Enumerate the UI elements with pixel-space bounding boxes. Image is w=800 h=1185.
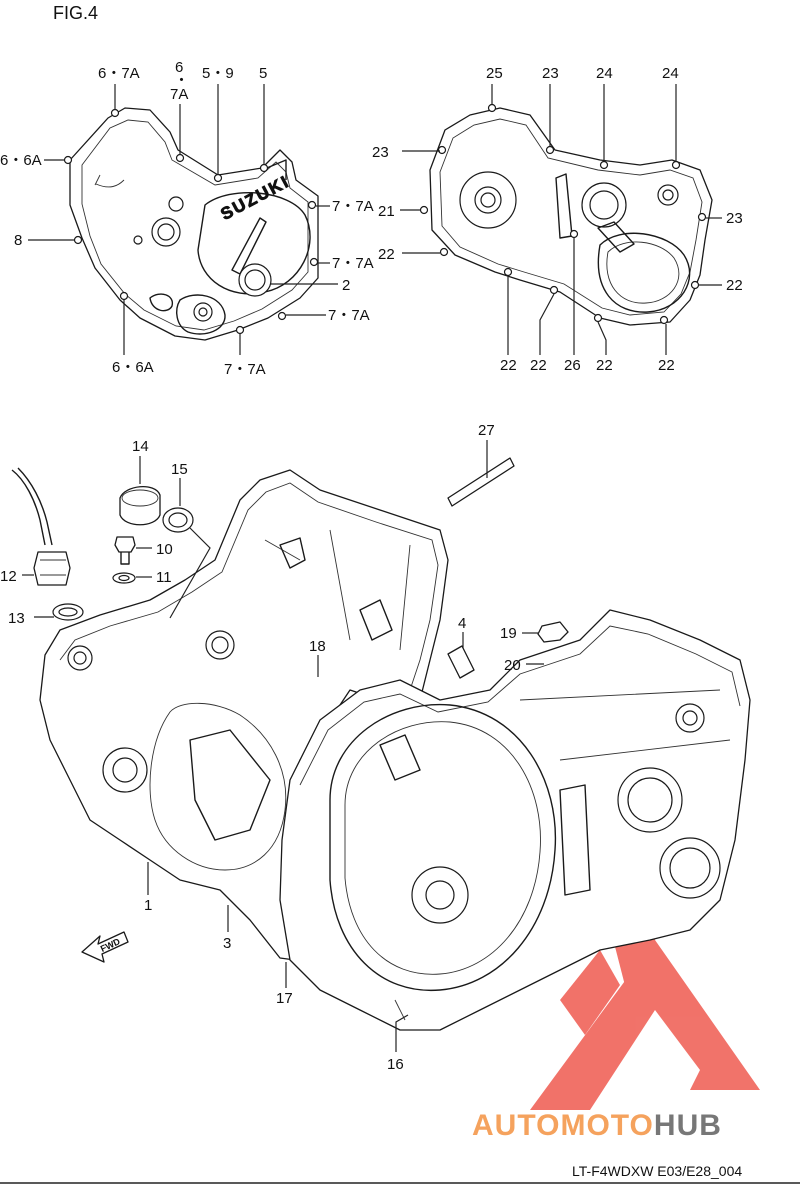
callout-label: 4 xyxy=(458,615,466,632)
sensor-12 xyxy=(33,551,71,586)
callout-label: 22 xyxy=(530,357,547,374)
callout-label: 17 xyxy=(276,990,293,1007)
watermark-part1: AUTOMOTO xyxy=(472,1109,654,1142)
callout-label: 1 xyxy=(144,897,152,914)
callout-label: 16 xyxy=(387,1056,404,1073)
dowel-4 xyxy=(447,645,475,679)
callout-label: 13 xyxy=(8,610,25,627)
callout-label: ・ xyxy=(174,72,189,89)
figure-code: LT-F4WDXW E03/E28_004 xyxy=(572,1163,742,1179)
right-cover-bolt-holes xyxy=(419,103,707,325)
left-crankcase-part xyxy=(39,469,449,961)
callout-label: 14 xyxy=(132,438,149,455)
callout-label: 18 xyxy=(309,638,326,655)
callout-label: 7A xyxy=(170,86,188,103)
callout-label: 2 xyxy=(342,277,350,294)
svg-text:AUTOMOTOHUB: AUTOMOTOHUB xyxy=(472,1109,722,1142)
cover-bolt-holes xyxy=(63,108,319,335)
callout-label: 22 xyxy=(596,357,613,374)
watermark-logo: AUTOMOTOHUB xyxy=(472,1109,722,1142)
callout-label: 22 xyxy=(378,246,395,263)
callout-label: 22 xyxy=(726,277,743,294)
callout-label: 24 xyxy=(662,65,679,82)
callout-label: 6・6A xyxy=(0,152,42,169)
callout-label: 22 xyxy=(500,357,517,374)
callout-label: 3 xyxy=(223,935,231,952)
callout-label: 21 xyxy=(378,203,395,220)
callout-label: 19 xyxy=(500,625,517,642)
right-cover-part xyxy=(419,103,713,326)
callout-label: 12 xyxy=(0,568,17,585)
callout-label: 25 xyxy=(486,65,503,82)
callout-label: 11 xyxy=(156,569,172,586)
callout-label: 24 xyxy=(596,65,613,82)
callout-label: 15 xyxy=(171,461,188,478)
sensor-wire-12 xyxy=(11,469,46,546)
leader-lines xyxy=(22,84,722,1052)
callout-label: 5 xyxy=(259,65,267,82)
callout-label: 8 xyxy=(14,232,22,249)
callout-label: 6・7A xyxy=(98,65,140,82)
callout-label: 10 xyxy=(156,541,173,558)
forward-direction-indicator: FWD xyxy=(81,931,129,963)
callout-labels: 6・7A 6 ・ 7A 5・9 5 6・6A 7・7A 8 7・7A 2 7・7… xyxy=(0,59,743,1073)
callout-label: 23 xyxy=(726,210,743,227)
callout-label: 23 xyxy=(372,144,389,161)
callout-label: 26 xyxy=(564,357,581,374)
right-crankcase-part xyxy=(279,609,751,1031)
callout-label: 22 xyxy=(658,357,675,374)
figure-title: FIG.4 xyxy=(53,3,98,23)
callout-label: 7・7A xyxy=(224,361,266,378)
callout-label: 5・9 xyxy=(202,65,234,82)
callout-label: 7・7A xyxy=(332,198,374,215)
plate-27 xyxy=(447,457,515,507)
callout-label: 20 xyxy=(504,657,521,674)
callout-label: 6・6A xyxy=(112,359,154,376)
bolt-19 xyxy=(537,621,569,643)
watermark-part2: HUB xyxy=(654,1109,722,1142)
callout-label: 27 xyxy=(478,422,495,439)
callout-label: 6 xyxy=(175,59,183,76)
callout-label: 23 xyxy=(542,65,559,82)
callout-label: 7・7A xyxy=(328,307,370,324)
callout-label: 7・7A xyxy=(332,255,374,272)
bolt-10 xyxy=(114,536,136,553)
watermark-triangle xyxy=(530,935,760,1110)
left-cover-part: SUZUKI xyxy=(63,107,319,341)
